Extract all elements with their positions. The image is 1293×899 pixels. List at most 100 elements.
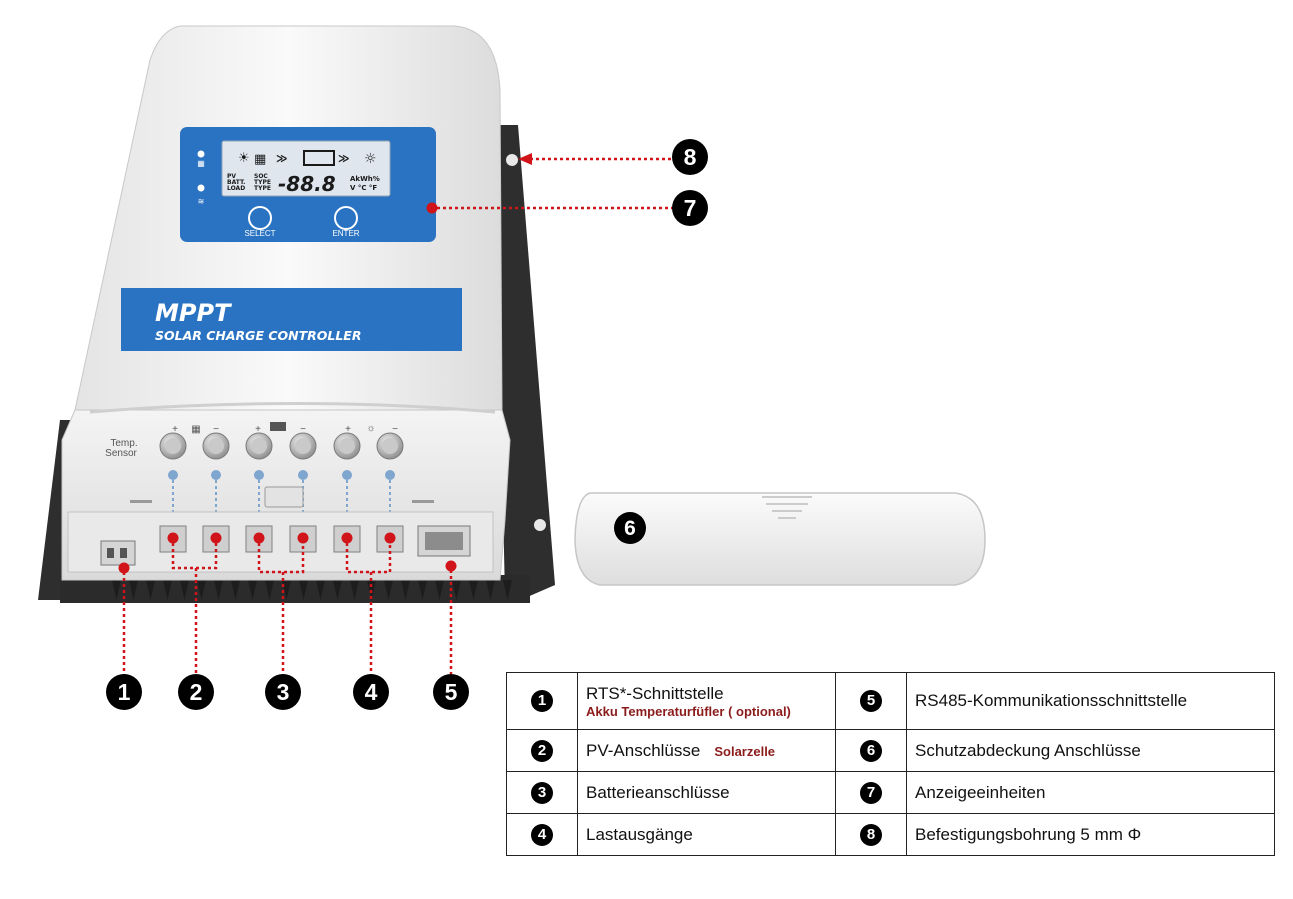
legend-badge: 8 — [860, 823, 882, 846]
legend-number-cell: 1 — [506, 672, 578, 730]
terminal-screw-head — [339, 438, 355, 454]
legend-text: Lastausgänge — [586, 824, 693, 844]
heatsink-fin — [197, 580, 206, 600]
callout-badge-1 — [106, 674, 142, 710]
terminal-screws — [159, 432, 404, 537]
lcd-type-2: TYPE — [254, 185, 271, 192]
socket-marker — [253, 532, 265, 544]
solar-panel-icon: ▦ — [254, 152, 266, 167]
terminal-block: Temp. Sensor + ▦ − + − + ☼ − — [61, 402, 511, 581]
heatsink-fin — [248, 580, 257, 600]
legend-desc-cell: Befestigungsbohrung 5 mm Φ — [906, 813, 1275, 856]
lcd-type-1: TYPE — [254, 179, 271, 186]
legend-text: Befestigungsbohrung 5 mm Φ — [915, 824, 1142, 844]
callout-badge-8 — [672, 139, 708, 175]
legend-badge: 4 — [531, 823, 553, 846]
legend-text: Schutzabdeckung Anschlüsse — [915, 740, 1141, 760]
battery-mark-icon — [270, 422, 286, 431]
callout-dot — [118, 562, 130, 574]
lcd-row-batt: BATT. — [227, 179, 245, 186]
callout-badge-7 — [672, 190, 708, 226]
callout-number-7: 7 — [684, 195, 697, 221]
arrows-icon: ≫ — [276, 152, 288, 165]
callout-number-1: 1 — [118, 679, 131, 705]
heatsink-fin — [333, 580, 342, 600]
rts-port — [100, 540, 136, 566]
load-bulb-icon: ☼ — [366, 423, 375, 434]
heatsink-fin — [503, 580, 512, 600]
socket-marker — [297, 532, 309, 544]
left-slot — [130, 500, 152, 503]
legend-number-cell: 8 — [835, 813, 907, 856]
callout-badge-6 — [614, 512, 646, 544]
wireless-icon: ≋ — [198, 197, 205, 206]
temp-label-1: Temp. — [110, 438, 137, 449]
callout-number-3: 3 — [277, 679, 290, 705]
legend-desc-cell: RTS*-Schnittstelle Akku Temperaturfüfler… — [577, 672, 836, 730]
callout-number-6: 6 — [624, 517, 636, 540]
brand-plate: MPPT SOLAR CHARGE CONTROLLER — [121, 288, 462, 351]
terminal-screw-head — [165, 438, 181, 454]
lcd-row-pv: PV — [227, 173, 236, 180]
legend-badge: 2 — [531, 739, 553, 762]
legend-text: RS485-Kommunikationsschnittstelle — [915, 691, 1188, 710]
lcd-soc: SOC — [254, 173, 268, 180]
lcd-units-2: V °C °F — [350, 184, 377, 192]
lcd-units-1: AkWh% — [350, 175, 380, 183]
legend-number-cell: 5 — [835, 672, 907, 730]
heatsink-fin — [435, 580, 444, 600]
terminal-indicator-dot — [211, 470, 221, 480]
terminal-indicator-dot — [298, 470, 308, 480]
batt-plus: + — [255, 424, 261, 435]
batt-minus: − — [300, 424, 306, 435]
terminal-indicator-dot — [342, 470, 352, 480]
legend-badge: 6 — [860, 739, 882, 762]
terminal-screw-head — [208, 438, 224, 454]
terminal-screw-head — [251, 438, 267, 454]
legend-number-cell: 2 — [506, 729, 578, 772]
bulb-icon: ☼ — [364, 151, 377, 167]
sun-icon: ☀ — [238, 151, 250, 166]
terminal-cover — [574, 492, 986, 586]
legend-table: 1 RTS*-Schnittstelle Akku Temperaturfüfl… — [506, 672, 1275, 856]
heatsink-fin — [112, 580, 121, 600]
callout-arrowhead — [518, 153, 532, 165]
select-button[interactable] — [248, 206, 272, 230]
legend-subtext: Akku Temperaturfüfler ( optional) — [586, 703, 791, 719]
socket-marker — [341, 532, 353, 544]
legend-row: 4 Lastausgänge 8 Befestigungsbohrung 5 m… — [506, 813, 1275, 856]
legend-subtext: Solarzelle — [714, 743, 776, 759]
callout-badge-3 — [265, 674, 301, 710]
callout-line — [257, 543, 305, 574]
callout-badge-4 — [353, 674, 389, 710]
callout-badge-5 — [433, 674, 469, 710]
legend-desc-cell: RS485-Kommunikationsschnittstelle — [906, 672, 1275, 730]
pv-led-icon: ▦ — [197, 159, 205, 168]
heatsink-fin — [418, 580, 427, 600]
led-indicator-1 — [197, 150, 205, 158]
enter-button[interactable] — [334, 206, 358, 230]
load-plus: + — [345, 424, 351, 435]
legend-desc-cell: Anzeigeeinheiten — [906, 771, 1275, 814]
terminal-screw-head — [382, 438, 398, 454]
terminal-indicator-dot — [385, 470, 395, 480]
arrows-icon-2: ≫ — [338, 152, 350, 165]
callout-number-4: 4 — [365, 679, 378, 705]
callout-lines — [118, 153, 674, 676]
led-indicator-2 — [197, 184, 205, 192]
legend-text: Anzeigeeinheiten — [915, 782, 1046, 802]
legend-desc-cell: Batterieanschlüsse — [577, 771, 836, 814]
heatsink-fin — [214, 580, 223, 600]
legend-badge: 7 — [860, 781, 882, 804]
legend-desc-cell: Schutzabdeckung Anschlüsse — [906, 729, 1275, 772]
battery-icon — [303, 150, 335, 166]
heatsink-fin — [350, 580, 359, 600]
heatsink-fin — [146, 580, 155, 600]
legend-badge: 5 — [860, 690, 882, 712]
pv-plus: + — [172, 424, 178, 435]
display-unit: ▦ ≋ ☀ ▦ ≫ ≫ ☼ PV BATT. LOAD SOC TYPE TYP… — [180, 127, 436, 242]
mounting-hole-top — [506, 154, 518, 166]
